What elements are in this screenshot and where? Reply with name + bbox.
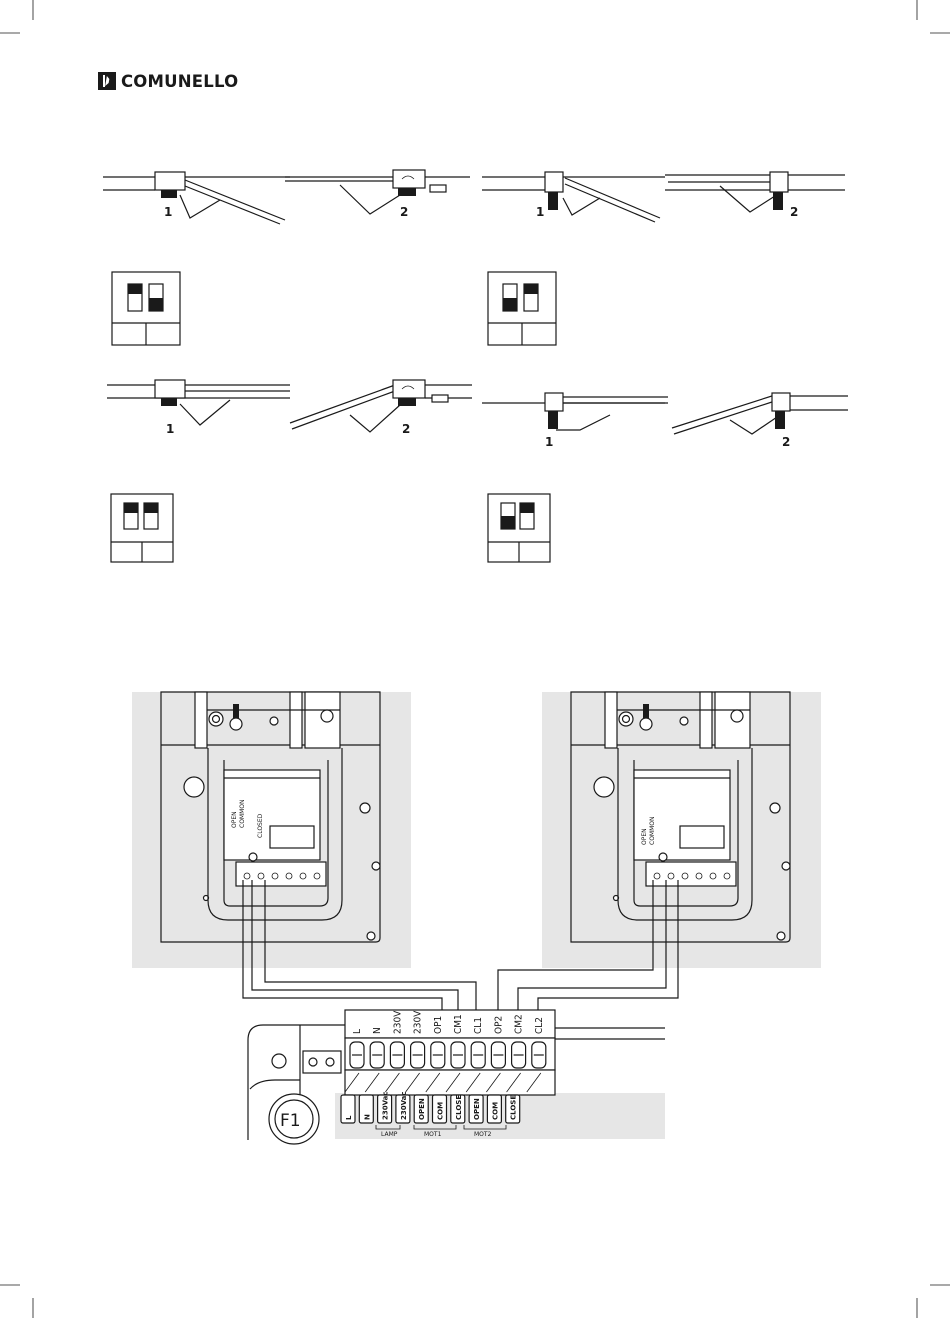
terminal-tag-label: CLOSE (510, 1095, 518, 1120)
motor-unit-left: OPEN COMMON CLOSED (132, 692, 411, 968)
terminal-tag-3: 230Vac (378, 1091, 392, 1123)
terminal-tag-5: OPEN (414, 1095, 428, 1123)
terminal-tag-6: COM (433, 1095, 447, 1123)
group-label-lamp: LAMP (381, 1131, 398, 1138)
dip-switch-c (111, 494, 173, 562)
terminal-tag-label: CLOSE (455, 1095, 463, 1120)
right-switch-common-label: COMMON (649, 817, 656, 845)
diagram-a-label-2: 2 (400, 205, 408, 219)
terminal-tag-1: L (341, 1095, 355, 1123)
terminal-tag-9: COM (487, 1095, 501, 1123)
left-switch-open-label: OPEN (231, 811, 238, 828)
terminal-label: CL2 (534, 1017, 545, 1034)
terminal-label: CM2 (514, 1014, 525, 1034)
left-switch-common-label: COMMON (239, 800, 246, 828)
terminal-label: CL1 (473, 1017, 484, 1034)
diagram-d-label-2: 2 (782, 435, 790, 449)
diagram-a-label-1: 1 (164, 205, 172, 219)
gate-diagram-c: 1 2 (107, 380, 472, 436)
terminal-tag-label: COM (491, 1102, 499, 1120)
terminal-label: 230V (392, 1010, 403, 1034)
diagram-c-label-2: 2 (402, 422, 410, 436)
terminal-tag-label: OPEN (473, 1098, 481, 1120)
gate-diagram-b: 1 2 (482, 172, 845, 222)
terminal-tag-7: CLOSE (451, 1095, 465, 1123)
fuse-label: F1 (280, 1111, 301, 1131)
terminal-label: CM1 (453, 1014, 464, 1034)
terminal-label: OP2 (493, 1016, 504, 1034)
right-switch-open-label: OPEN (641, 828, 648, 845)
terminal-label: N (372, 1027, 383, 1034)
terminal-tag-label: N (363, 1114, 371, 1120)
terminal-label: 230V (413, 1010, 424, 1034)
group-label-mot1: MOT1 (424, 1131, 442, 1138)
terminal-tag-8: OPEN (469, 1095, 483, 1123)
dip-switch-b (488, 272, 556, 345)
motor-unit-right: OPEN COMMON (542, 692, 821, 968)
terminal-tag-label: 230Vac (400, 1091, 408, 1120)
diagram-b-label-2: 2 (790, 205, 798, 219)
diagram-c-label-1: 1 (166, 422, 174, 436)
diagram-b-label-1: 1 (536, 205, 544, 219)
terminal-tag-4: 230Vac (396, 1091, 410, 1123)
gate-diagram-d: 1 2 (482, 393, 848, 449)
group-label-mot2: MOT2 (474, 1131, 492, 1138)
dip-switch-d (488, 494, 550, 562)
terminal-tag-2: N (359, 1095, 373, 1123)
diagram-d-label-1: 1 (545, 435, 553, 449)
terminal-tag-label: COM (437, 1102, 445, 1120)
terminal-tag-label: OPEN (418, 1098, 426, 1120)
left-switch-closed-label: CLOSED (257, 813, 264, 838)
terminal-tag-label: 230Vac (382, 1091, 390, 1120)
control-board: F1 L N 230V 230V OP1 CM1 CL1 OP2 CM2 CL2 L N 230Vac… (248, 1010, 665, 1144)
terminal-label: L (352, 1029, 363, 1034)
dip-switch-a (112, 272, 180, 345)
terminal-tag-10: CLOSE (506, 1095, 520, 1123)
gate-diagram-a: 1 2 (103, 170, 470, 224)
terminal-label: OP1 (433, 1016, 444, 1034)
terminal-tag-label: L (345, 1115, 353, 1120)
